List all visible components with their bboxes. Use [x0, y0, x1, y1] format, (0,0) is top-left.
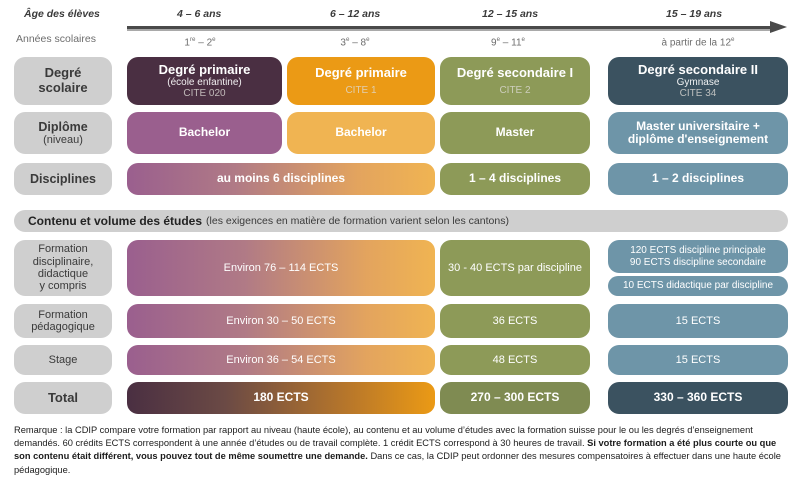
cell-disciplines-col3: 1 – 4 disciplines	[440, 163, 590, 195]
cell-formation-disciplinaire-col3: 30 - 40 ECTS par discipline	[440, 240, 590, 296]
row-label-formation-disciplinaire: Formation disciplinaire, didactique y co…	[14, 240, 112, 296]
row-label-diplome: Diplôme (niveau)	[14, 112, 112, 154]
cell-formation-disciplinaire-col1-2: Environ 76 – 114 ECTS	[127, 240, 435, 296]
cell-diplome-col4: Master universitaire + diplôme d'enseign…	[608, 112, 788, 154]
cell-formation-pedagogique-col3: 36 ECTS	[440, 304, 590, 338]
cell-text: Master	[495, 125, 535, 140]
cell-subtitle: (école enfantine)	[167, 77, 242, 89]
section-banner-subtitle: (les exigences en matière de formation v…	[206, 215, 509, 227]
cell-cite: CITE 34	[679, 88, 717, 100]
cell-disciplines-col1-2: au moins 6 disciplines	[127, 163, 435, 195]
cell-text: Environ 76 – 114 ECTS	[223, 261, 339, 274]
label-line-1: Formation	[38, 243, 88, 256]
footnote-bold: Si votre formation a été plus courte ou …	[14, 438, 777, 462]
cell-cite: CITE 020	[183, 88, 226, 100]
cell-stage-col4: 15 ECTS	[608, 345, 788, 375]
age-range-3: 12 – 15 ans	[482, 8, 539, 20]
cell-disciplines-col4: 1 – 2 disciplines	[608, 163, 788, 195]
cell-cite: CITE 2	[499, 85, 531, 97]
school-year-range-4: à partir de la 12e	[661, 36, 735, 49]
cell-text: 15 ECTS	[675, 314, 721, 327]
age-range-2: 6 – 12 ans	[330, 8, 381, 20]
label-line-2: pédagogique	[31, 321, 95, 333]
cell-text: 270 – 300 ECTS	[470, 390, 560, 405]
cell-title: Degré primaire	[315, 64, 407, 80]
axis-arrow-icon	[770, 21, 787, 33]
cell-text: 48 ECTS	[492, 353, 538, 366]
cell-total-col3: 270 – 300 ECTS	[440, 382, 590, 414]
age-row-label: Âge des élèves	[24, 8, 100, 20]
row-label-degre-scolaire-line1: Degré	[44, 65, 82, 81]
cell-text: 1 – 2 disciplines	[651, 171, 745, 186]
age-range-4: 15 – 19 ans	[666, 8, 723, 20]
age-range-1: 4 – 6 ans	[177, 8, 222, 20]
cell-text: au moins 6 disciplines	[216, 171, 346, 186]
label-line-4: y compris	[39, 280, 87, 293]
school-year-range-2: 3e – 8e	[340, 36, 370, 49]
school-year-range-1: 1re – 2e	[184, 36, 216, 49]
footnote-part2: Dans ce cas, la CDIP peut ordonner des m…	[14, 451, 781, 475]
cell-formation-disciplinaire-col4-box2: 10 ECTS didactique par discipline	[608, 276, 788, 296]
row-label-total: Total	[14, 382, 112, 414]
cell-formation-disciplinaire-col4-box1: 120 ECTS discipline principale 90 ECTS d…	[608, 240, 788, 273]
label-line-1: Formation	[38, 308, 88, 321]
label-line-2: disciplinaire,	[32, 255, 94, 268]
cell-text: 10 ECTS didactique par discipline	[622, 280, 774, 292]
school-year-range-3: 9e – 11e	[491, 36, 525, 49]
row-label-stage: Stage	[14, 345, 112, 375]
cell-text: Environ 36 – 54 ECTS	[226, 353, 336, 366]
cell-text-line1: Master universitaire +	[636, 118, 760, 133]
row-label-diplome-line2: (niveau)	[43, 133, 83, 146]
cell-text-line2: 90 ECTS discipline secondaire	[629, 256, 767, 268]
cell-text: 36 ECTS	[492, 314, 538, 327]
cell-text: 30 - 40 ECTS par discipline	[448, 261, 582, 274]
cell-stage-col3: 48 ECTS	[440, 345, 590, 375]
section-banner-title: Contenu et volume des études	[28, 214, 203, 228]
cell-stage-col1-2: Environ 36 – 54 ECTS	[127, 345, 435, 375]
cell-title: Degré primaire	[158, 61, 251, 77]
section-banner-contenu-volume: Contenu et volume des études (les exigen…	[14, 210, 788, 232]
cell-formation-pedagogique-col4: 15 ECTS	[608, 304, 788, 338]
row-label-disciplines-text: Disciplines	[30, 172, 96, 186]
cell-title: Degré secondaire II	[638, 61, 758, 77]
cell-cite: CITE 1	[345, 85, 377, 97]
cell-text: 180 ECTS	[253, 390, 309, 405]
cell-text-line1: 120 ECTS discipline principale	[630, 245, 766, 257]
row-label-degre-scolaire-line2: scolaire	[38, 80, 88, 95]
cell-diplome-col3: Master	[440, 112, 590, 154]
cell-text-line2: diplôme d'enseignement	[627, 132, 769, 146]
cell-text: Bachelor	[335, 125, 387, 140]
cell-degre-scolaire-col1: Degré primaire (école enfantine) CITE 02…	[127, 57, 282, 105]
label-text: Stage	[48, 353, 78, 366]
row-label-disciplines: Disciplines	[14, 163, 112, 195]
row-label-degre-scolaire: Degré scolaire	[14, 57, 112, 105]
cell-diplome-col1: Bachelor	[127, 112, 282, 154]
row-label-formation-pedagogique: Formation pédagogique	[14, 304, 112, 338]
cell-degre-scolaire-col2: Degré primaire CITE 1	[287, 57, 435, 105]
cell-formation-pedagogique-col1-2: Environ 30 – 50 ECTS	[127, 304, 435, 338]
cell-text: 1 – 4 disciplines	[468, 171, 562, 186]
row-label-diplome-line1: Diplôme	[38, 119, 88, 134]
footnote-part1: Remarque : la CDIP compare votre formati…	[14, 425, 753, 449]
footnote: Remarque : la CDIP compare votre formati…	[14, 424, 790, 477]
cell-total-col1-2: 180 ECTS	[127, 382, 435, 414]
cell-total-col4: 330 – 360 ECTS	[608, 382, 788, 414]
cell-text: Bachelor	[178, 125, 231, 140]
label-text: Total	[47, 389, 79, 405]
cell-diplome-col2: Bachelor	[287, 112, 435, 154]
cell-subtitle: Gymnase	[676, 77, 720, 89]
cell-text: Environ 30 – 50 ECTS	[226, 314, 336, 327]
cell-degre-scolaire-col4: Degré secondaire II Gymnase CITE 34	[608, 57, 788, 105]
cell-text: 15 ECTS	[675, 353, 721, 366]
age-axis-shadow	[127, 29, 772, 31]
age-axis-line	[127, 26, 772, 29]
cell-text: 330 – 360 ECTS	[653, 390, 743, 405]
school-years-row-label: Années scolaires	[16, 33, 96, 45]
cell-title: Degré secondaire I	[456, 64, 574, 80]
cell-degre-scolaire-col3: Degré secondaire I CITE 2	[440, 57, 590, 105]
label-line-3: didactique	[37, 268, 89, 280]
